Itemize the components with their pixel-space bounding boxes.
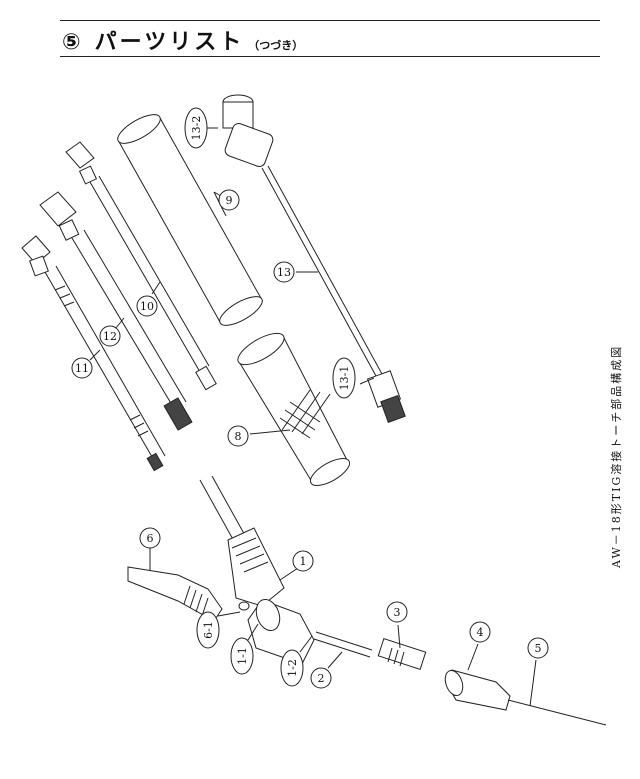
part-13-2-connector xyxy=(222,94,274,167)
callout-10: 10 xyxy=(136,281,161,317)
part-5-electrode xyxy=(507,699,607,726)
callout-11-text: 11 xyxy=(75,362,89,375)
header-rule-bottom xyxy=(60,56,600,57)
part-13-1-plug xyxy=(366,370,406,424)
part-13-cable xyxy=(261,165,383,377)
callout-5: 5 xyxy=(527,637,549,707)
page-title: ⑤ パーツリスト （つづき） xyxy=(62,24,304,55)
part-11-hose xyxy=(21,235,166,472)
callout-13-text: 13 xyxy=(277,266,291,279)
callout-1-2-text: 1-2 xyxy=(286,659,299,677)
callout-9: 9 xyxy=(213,189,240,217)
callout-1-2: 1-2 xyxy=(280,635,313,687)
callout-1: 1 xyxy=(279,550,314,581)
part-10-hose xyxy=(65,141,217,391)
part-1-torch-body xyxy=(199,475,315,665)
callout-5-text: 5 xyxy=(535,642,542,655)
section-number: ⑤ xyxy=(62,30,81,55)
callout-12-text: 12 xyxy=(103,330,117,343)
callout-12: 12 xyxy=(99,317,125,347)
callout-13-1: 13-1 xyxy=(332,357,375,399)
part-9-tube xyxy=(117,114,263,326)
header-rule-top xyxy=(60,20,600,21)
part-6-back-cap xyxy=(127,566,223,622)
callout-8-text: 8 xyxy=(235,430,242,443)
part-4-nozzle xyxy=(444,669,511,711)
callout-13-2: 13-2 xyxy=(184,107,218,149)
parts-diagram: 1 1-1 1-2 2 3 4 5 xyxy=(21,94,607,726)
callout-4: 4 xyxy=(467,621,491,671)
callout-2-text: 2 xyxy=(318,672,325,685)
callout-1-1-text: 1-1 xyxy=(236,647,249,665)
callout-1-1: 1-1 xyxy=(230,623,259,675)
callout-13-1-text: 13-1 xyxy=(338,366,351,391)
callout-6-text: 6 xyxy=(147,532,154,545)
callout-6-1: 6-1 xyxy=(196,611,241,649)
part-3-collet-body xyxy=(377,638,427,670)
part-8-handle xyxy=(237,332,351,486)
callout-3-text: 3 xyxy=(394,606,401,619)
part-6-1-o-ring xyxy=(238,601,250,611)
part-12-hose xyxy=(39,191,193,431)
callout-13-2-text: 13-2 xyxy=(190,116,203,141)
callout-3: 3 xyxy=(386,601,408,649)
callout-10-text: 10 xyxy=(140,300,154,313)
section-subtitle: （つづき） xyxy=(248,39,304,52)
callout-13: 13 xyxy=(273,261,318,283)
section-title: パーツリスト xyxy=(94,30,245,55)
callout-8: 8 xyxy=(227,425,291,447)
diagram-caption: AW－18形TIG溶接トーチ部品構成図 xyxy=(610,344,623,568)
callout-2: 2 xyxy=(310,651,343,689)
callout-11: 11 xyxy=(71,349,101,379)
callout-6: 6 xyxy=(139,527,161,570)
callouts: 1 1-1 1-2 2 3 4 5 xyxy=(71,107,549,707)
callout-6-1-text: 6-1 xyxy=(202,621,215,639)
callout-1-text: 1 xyxy=(300,555,307,568)
callout-9-text: 9 xyxy=(226,194,233,207)
part-2-collet xyxy=(313,631,373,658)
callout-4-text: 4 xyxy=(477,626,484,639)
